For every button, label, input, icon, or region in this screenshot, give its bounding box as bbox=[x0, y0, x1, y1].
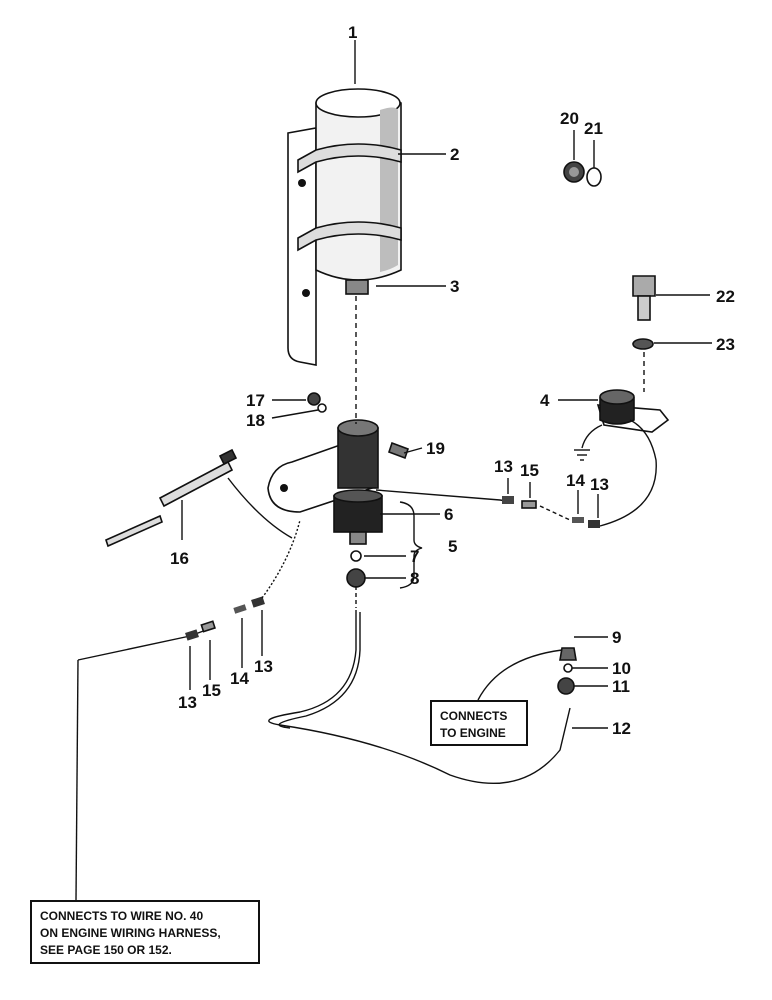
engine-wire bbox=[477, 649, 563, 701]
o-ring-21 bbox=[586, 167, 602, 187]
terminal-14a bbox=[572, 517, 584, 523]
tie-straps-16 bbox=[105, 448, 238, 548]
clamp-strap-upper bbox=[297, 143, 402, 174]
note-line: TO ENGINE bbox=[440, 726, 506, 740]
sleeve-15a bbox=[521, 500, 537, 509]
nut-11 bbox=[557, 677, 575, 695]
callout-7: 7 bbox=[410, 547, 419, 566]
wiring bbox=[75, 419, 657, 901]
callout-13-top-right: 13 bbox=[590, 475, 609, 494]
callout-3: 3 bbox=[450, 277, 459, 296]
bracket-hole bbox=[280, 484, 288, 492]
o-ring-7 bbox=[350, 550, 362, 562]
terminal-13a bbox=[502, 496, 514, 504]
callout-20: 20 bbox=[560, 109, 579, 128]
terminal-13d bbox=[251, 596, 265, 608]
switch-return-wire bbox=[599, 419, 657, 527]
note-line: CONNECTS TO WIRE NO. 40 bbox=[40, 909, 204, 923]
plug-20-face bbox=[569, 167, 579, 177]
harness-drop bbox=[75, 659, 79, 901]
note-line: CONNECTS bbox=[440, 709, 508, 723]
terminal-13c bbox=[185, 629, 199, 641]
solenoid-housing bbox=[337, 427, 379, 489]
callout-19: 19 bbox=[426, 439, 445, 458]
callout-22: 22 bbox=[716, 287, 735, 306]
ground-lead bbox=[581, 424, 603, 449]
canister-outlet-fitting bbox=[345, 279, 369, 295]
solenoid-coil-top bbox=[333, 489, 383, 503]
switch-top bbox=[599, 389, 635, 405]
washer-18 bbox=[317, 403, 327, 413]
callout-6: 6 bbox=[444, 505, 453, 524]
bracket-hole bbox=[302, 289, 310, 297]
callout-12: 12 bbox=[612, 719, 631, 738]
switch-assembly bbox=[574, 275, 670, 461]
callout-4: 4 bbox=[540, 391, 550, 410]
filter-assembly bbox=[287, 88, 402, 366]
clamp-strap-lower bbox=[297, 221, 402, 252]
callout-14-top: 14 bbox=[566, 471, 585, 490]
bracket-hole bbox=[298, 179, 306, 187]
callout-15-top: 15 bbox=[520, 461, 539, 480]
callout-23: 23 bbox=[716, 335, 735, 354]
fuel-hose-right bbox=[278, 612, 361, 729]
terminal-13b bbox=[588, 520, 600, 528]
callout-11: 11 bbox=[612, 677, 630, 696]
canister-shade bbox=[380, 107, 398, 272]
hex-bolt-22 bbox=[632, 275, 656, 297]
sleeve-15b bbox=[200, 620, 216, 633]
group-bracket-5 bbox=[399, 501, 423, 589]
bolt-shank-22 bbox=[637, 295, 651, 321]
callout-16: 16 bbox=[170, 549, 189, 568]
o-ring-10 bbox=[563, 663, 573, 673]
note-connects-to-engine: CONNECTS TO ENGINE bbox=[430, 700, 528, 746]
callout-17: 17 bbox=[246, 391, 265, 410]
terminal-14b bbox=[233, 604, 247, 614]
callout-13-bottom-right: 13 bbox=[254, 657, 273, 676]
nut-17 bbox=[307, 392, 321, 406]
tie-strap-wire bbox=[227, 477, 293, 539]
callout-14-bottom: 14 bbox=[230, 669, 249, 688]
switch-wire bbox=[375, 489, 513, 503]
washer-23 bbox=[632, 338, 654, 350]
nut-8 bbox=[346, 568, 366, 588]
solenoid-top bbox=[337, 419, 379, 437]
solenoid-assembly bbox=[267, 419, 383, 588]
dashed-connection bbox=[539, 505, 571, 521]
fitting-9 bbox=[559, 647, 577, 661]
canister-top bbox=[315, 88, 401, 118]
callout-10: 10 bbox=[612, 659, 631, 678]
note-line: SEE PAGE 150 OR 152. bbox=[40, 943, 172, 957]
screw-19 bbox=[387, 441, 410, 460]
callout-9: 9 bbox=[612, 628, 621, 647]
callout-13-bottom-left: 13 bbox=[178, 693, 197, 712]
callout-2: 2 bbox=[450, 145, 459, 164]
switch-body bbox=[599, 397, 635, 425]
harness-to-solenoid bbox=[261, 519, 301, 599]
note-line: ON ENGINE WIRING HARNESS, bbox=[40, 926, 221, 940]
fuel-hose-left bbox=[268, 610, 571, 785]
callout-21: 21 bbox=[584, 119, 603, 138]
callout-1: 1 bbox=[348, 23, 357, 42]
callout-5: 5 bbox=[448, 537, 457, 556]
callout-13-top-left: 13 bbox=[494, 457, 513, 476]
callout-18: 18 bbox=[246, 411, 265, 430]
callout-15-bottom: 15 bbox=[202, 681, 221, 700]
note-connects-to-harness: CONNECTS TO WIRE NO. 40 ON ENGINE WIRING… bbox=[30, 900, 260, 964]
callout-8: 8 bbox=[410, 569, 419, 588]
solenoid-stem bbox=[349, 531, 367, 545]
